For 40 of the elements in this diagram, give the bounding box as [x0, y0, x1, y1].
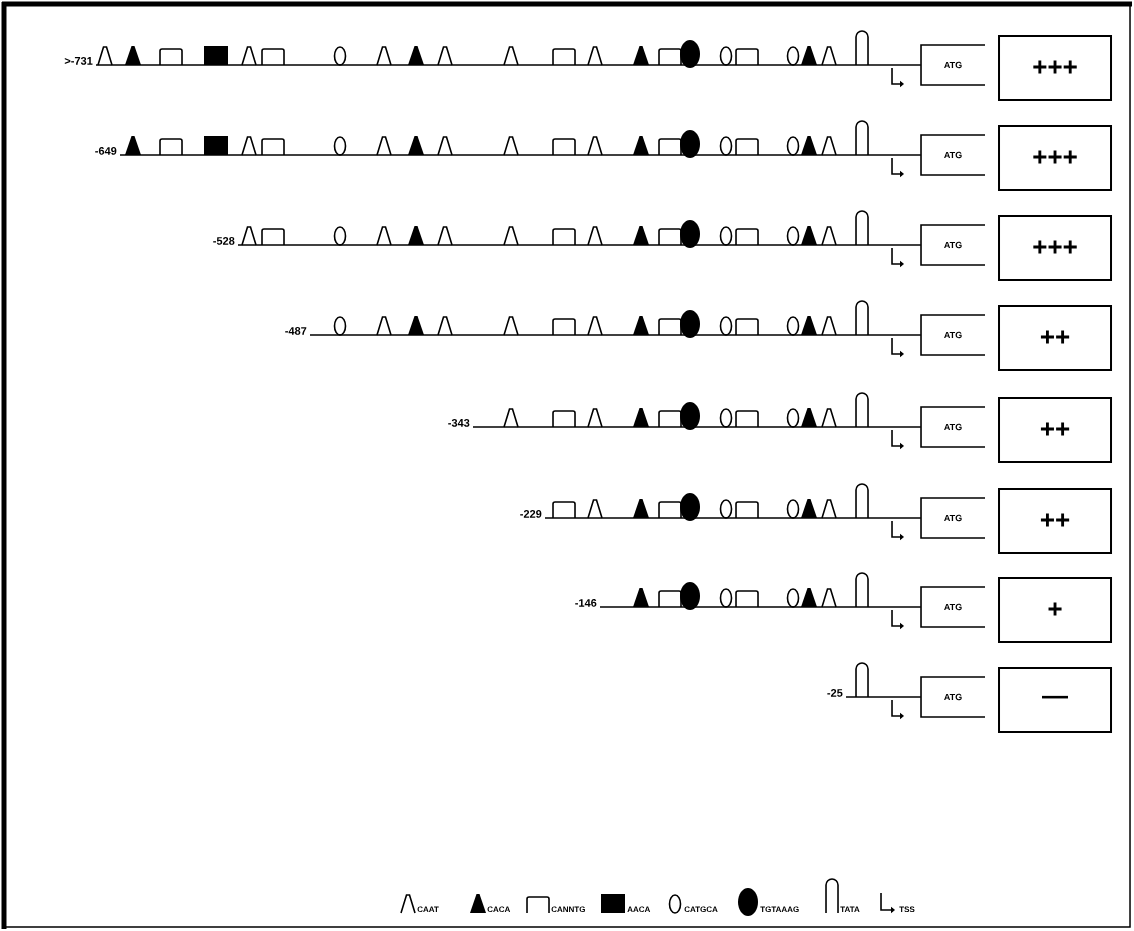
position-label: -343	[448, 419, 470, 427]
atg-box: ATG	[920, 314, 986, 356]
dna-line	[472, 426, 922, 428]
atg-box: ATG	[920, 497, 986, 539]
activity-box: —	[998, 667, 1112, 733]
legend-label: CANNTG	[551, 906, 585, 913]
dna-line	[95, 64, 922, 66]
activity-box: +	[998, 577, 1112, 643]
activity-box: +++	[998, 215, 1112, 281]
dna-line	[544, 517, 922, 519]
position-label: -146	[575, 599, 597, 607]
atg-box: ATG	[920, 44, 986, 86]
atg-box: ATG	[920, 676, 986, 718]
legend-label: TSS	[899, 906, 915, 913]
legend-label: CACA	[487, 906, 511, 913]
legend-label: TGTAAAG	[760, 906, 799, 913]
activity-box: +++	[998, 125, 1112, 191]
position-label: -649	[95, 147, 117, 155]
dna-line	[237, 244, 922, 246]
atg-box: ATG	[920, 224, 986, 266]
dna-line	[845, 696, 922, 698]
atg-box: ATG	[920, 406, 986, 448]
atg-box: ATG	[920, 134, 986, 176]
legend-label: AACA	[627, 906, 651, 913]
activity-box: ++	[998, 397, 1112, 463]
position-label: -528	[213, 237, 235, 245]
activity-box: ++	[998, 488, 1112, 554]
atg-box: ATG	[920, 586, 986, 628]
position-label: -229	[520, 510, 542, 518]
activity-box: +++	[998, 35, 1112, 101]
dna-line	[119, 154, 922, 156]
position-label: >-731	[64, 57, 93, 65]
legend-label: TATA	[840, 906, 860, 912]
position-label: -487	[285, 327, 307, 335]
dna-line	[599, 606, 922, 608]
position-label: -25	[827, 689, 843, 697]
legend-label: CATGCA	[684, 906, 718, 913]
legend-label: CAAT	[417, 906, 439, 913]
activity-box: ++	[998, 305, 1112, 371]
dna-line	[309, 334, 922, 336]
